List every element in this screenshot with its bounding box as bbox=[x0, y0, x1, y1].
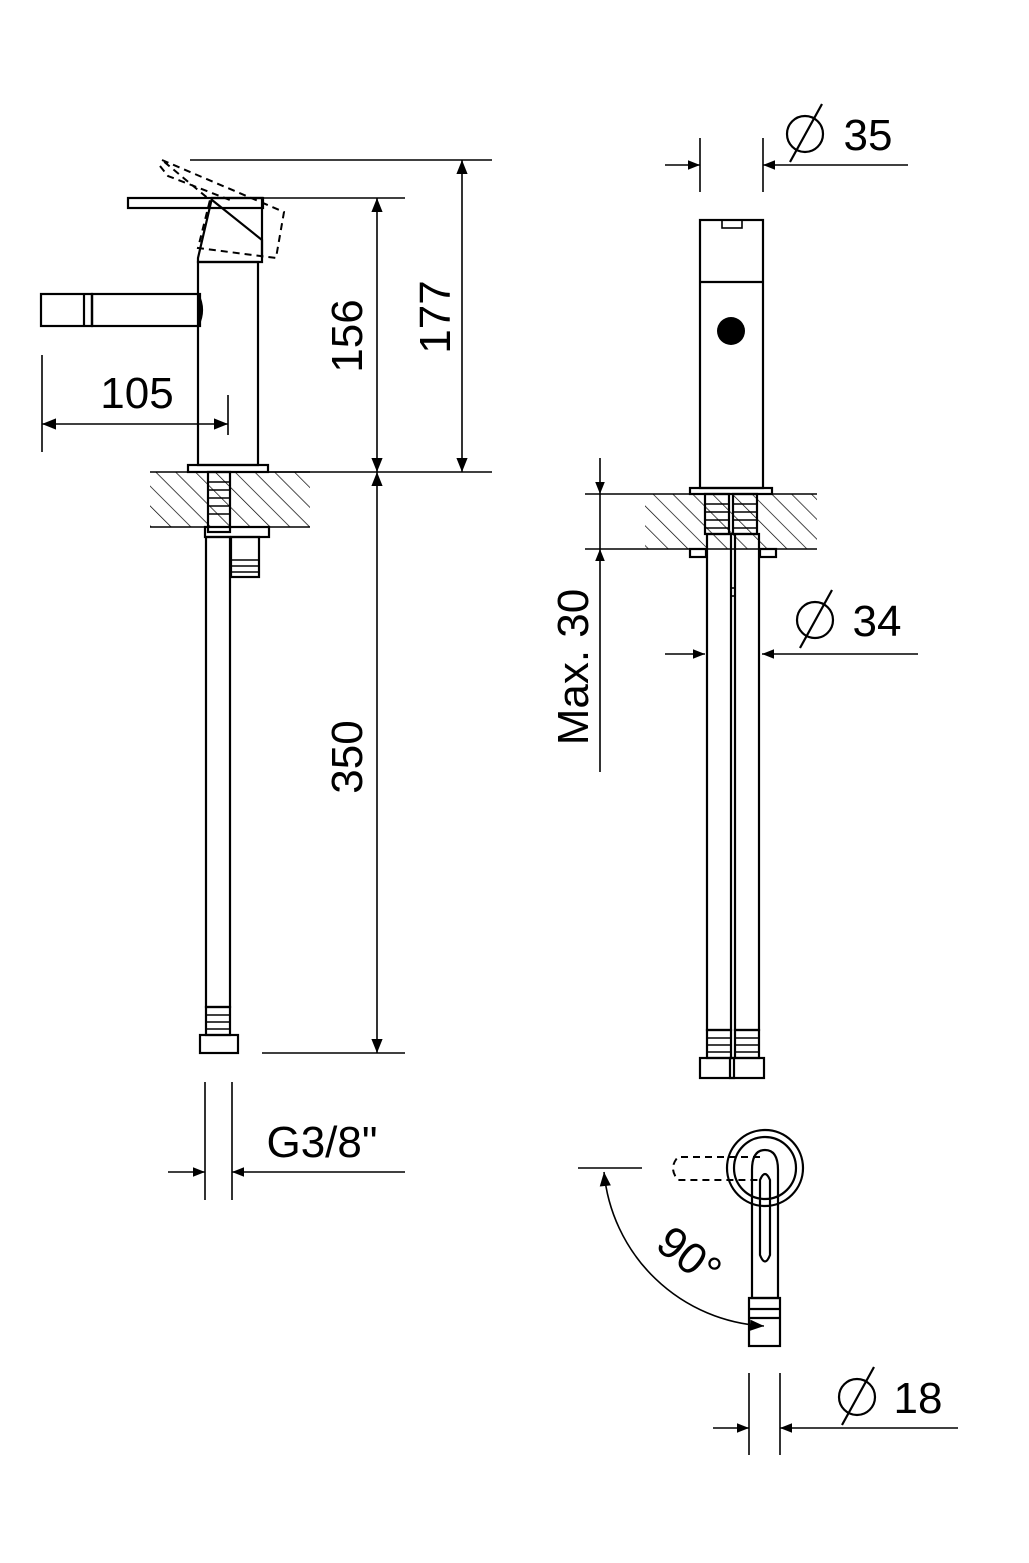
front-hose-right bbox=[733, 532, 761, 1032]
threaded-stud bbox=[206, 470, 232, 534]
spout bbox=[90, 292, 202, 328]
front-base-plate bbox=[688, 486, 774, 496]
handle-rotated-position bbox=[672, 1156, 760, 1181]
dim-350-label: 350 bbox=[323, 720, 372, 793]
dim-phi35-label: 35 bbox=[844, 111, 893, 160]
front-view: 35 Max. 30 34 bbox=[549, 103, 918, 1080]
aerator-outlet bbox=[717, 317, 745, 345]
top-aerator bbox=[747, 1296, 782, 1348]
dim-g38-label: G3/8" bbox=[266, 1118, 377, 1167]
front-hose-left bbox=[705, 532, 733, 1032]
dim-156-label: 156 bbox=[323, 299, 372, 372]
diameter-symbol-icon bbox=[785, 103, 825, 163]
dim-phi34-label: 34 bbox=[853, 597, 902, 646]
top-lever bbox=[750, 1148, 780, 1300]
flex-hose bbox=[204, 535, 232, 1009]
dim-105-label: 105 bbox=[100, 369, 173, 418]
fixing-nut bbox=[229, 535, 261, 579]
body-outline-circle bbox=[725, 1128, 805, 1208]
dim-177-label: 177 bbox=[411, 280, 460, 353]
front-mixer-body bbox=[698, 218, 765, 490]
top-view: 90° 18 bbox=[578, 1128, 958, 1455]
hose-nut bbox=[198, 1033, 240, 1055]
dim-max30-label: Max. 30 bbox=[549, 589, 598, 746]
dim-90-label: 90° bbox=[648, 1217, 731, 1297]
dim-phi18-label: 18 bbox=[894, 1374, 943, 1423]
lever-handle bbox=[126, 196, 265, 210]
handle-open-position bbox=[161, 159, 286, 260]
diameter-symbol-icon bbox=[837, 1366, 877, 1426]
side-view: 105 156 177 350 G3/8" bbox=[39, 159, 492, 1200]
diameter-symbol-icon bbox=[795, 589, 835, 649]
